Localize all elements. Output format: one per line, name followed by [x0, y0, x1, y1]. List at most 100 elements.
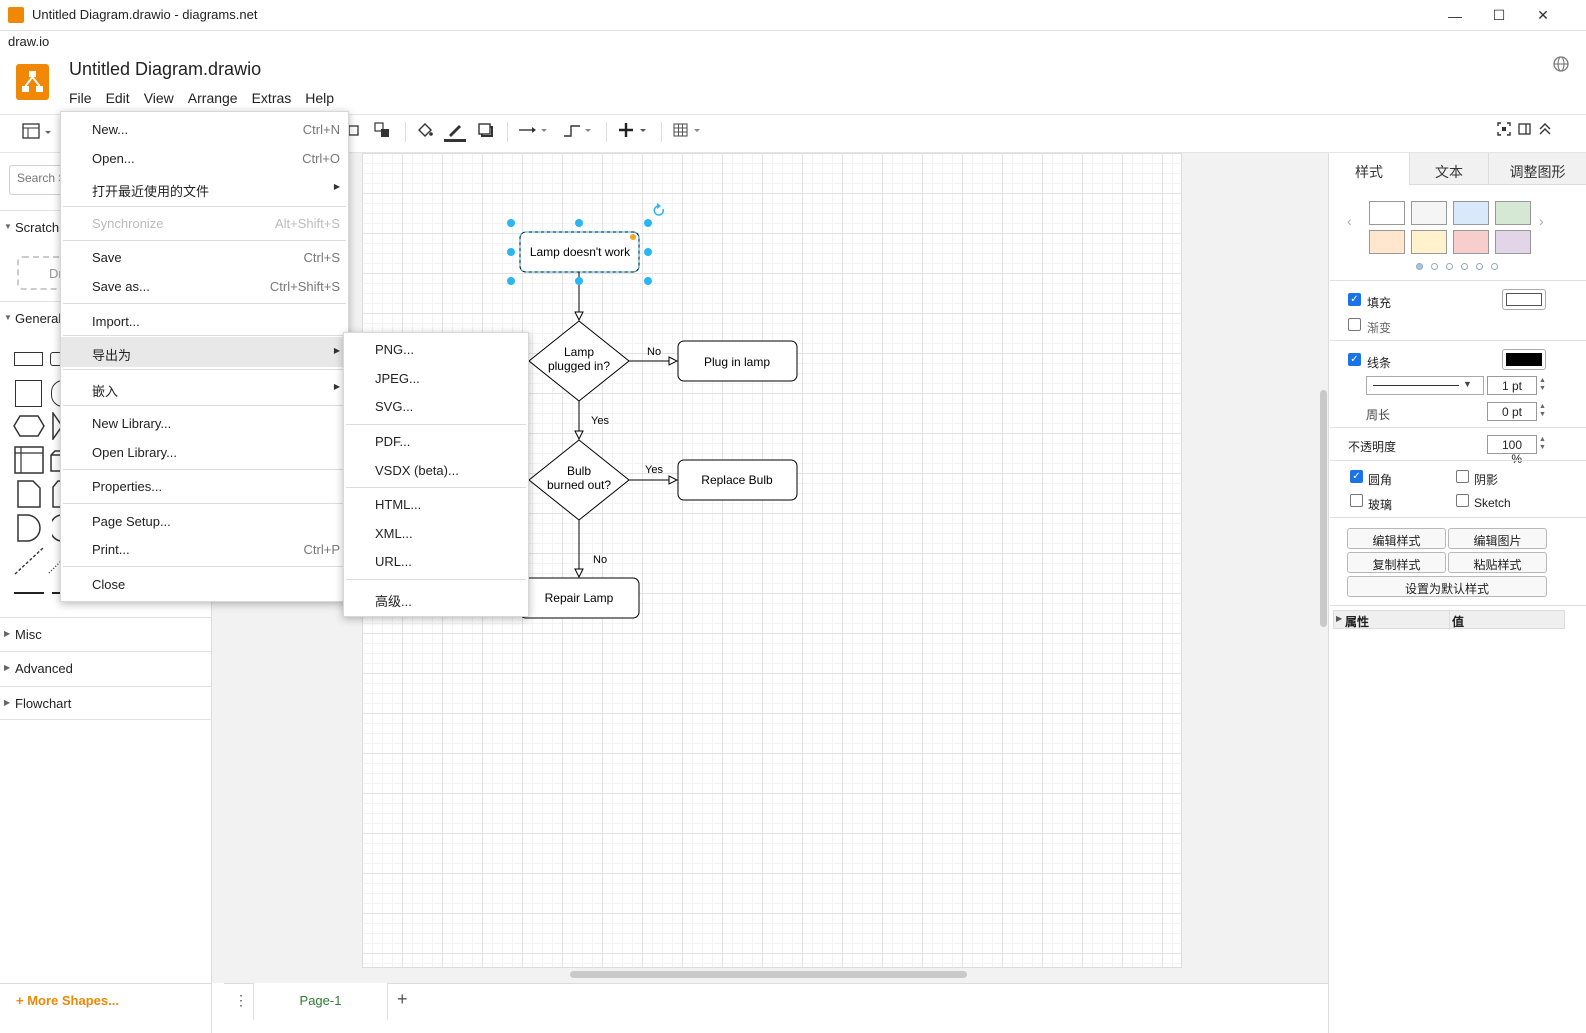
swatch-red[interactable]	[1453, 230, 1489, 254]
panel-toggle-icon[interactable]	[1517, 121, 1533, 141]
shadow-checkbox[interactable]	[1456, 470, 1469, 483]
export-png[interactable]: PNG...	[375, 342, 415, 357]
opacity-input[interactable]: 100 %	[1487, 435, 1537, 466]
node-plug-in-lamp[interactable]	[677, 340, 798, 382]
line-width-input[interactable]: 1 pt	[1487, 376, 1537, 395]
shape-line[interactable]	[14, 592, 44, 594]
line-checkbox[interactable]: ✓	[1348, 353, 1361, 366]
rounded-checkbox[interactable]: ✓	[1350, 470, 1363, 483]
shape-rounded-rectangle[interactable]	[50, 352, 62, 366]
export-pdf[interactable]: PDF...	[375, 434, 411, 449]
swatch-page-dot[interactable]	[1491, 263, 1498, 270]
swatch-page-dot[interactable]	[1461, 263, 1468, 270]
menu-item-print[interactable]: Print...Ctrl+P	[92, 542, 340, 557]
tab-text[interactable]: 文本	[1410, 153, 1489, 185]
gradient-checkbox[interactable]	[1348, 318, 1361, 331]
paste-style-button[interactable]: 粘贴样式	[1448, 552, 1547, 573]
fill-checkbox[interactable]: ✓	[1348, 293, 1361, 306]
maximize-button[interactable]: ☐	[1492, 7, 1506, 23]
pages-menu-icon[interactable]: ⋮	[234, 992, 248, 1008]
node-decision2[interactable]	[528, 439, 630, 521]
shape-dashed-line[interactable]	[14, 547, 44, 578]
edit-image-button[interactable]: 编辑图片	[1448, 528, 1547, 549]
swatch-page-dot[interactable]	[1416, 263, 1423, 270]
section-advanced[interactable]: ▶ Advanced	[0, 651, 211, 685]
sketch-checkbox[interactable]	[1456, 494, 1469, 507]
waypoints-icon[interactable]	[562, 121, 596, 143]
shape-note[interactable]	[17, 480, 41, 511]
document-title[interactable]: Untitled Diagram.drawio	[69, 59, 262, 79]
shape-line-thin[interactable]	[52, 592, 62, 594]
menu-extras[interactable]: Extras	[251, 90, 292, 106]
export-jpeg[interactable]: JPEG...	[375, 371, 420, 386]
fullscreen-icon[interactable]	[1496, 121, 1512, 141]
fill-color-button[interactable]	[1502, 289, 1546, 310]
selection-handles[interactable]	[507, 219, 652, 285]
rotate-handle-icon[interactable]	[653, 203, 664, 216]
menu-item-new-library[interactable]: New Library...	[92, 416, 172, 431]
swatch-blue[interactable]	[1453, 201, 1489, 225]
to-back-icon[interactable]	[348, 121, 362, 143]
menu-item-open-recent[interactable]: 打开最近使用的文件▶	[92, 182, 340, 199]
format-panel-toggle-icon[interactable]	[22, 121, 52, 147]
shape-card[interactable]	[52, 480, 62, 511]
vertical-scrollbar[interactable]	[1320, 390, 1327, 627]
menu-item-open[interactable]: Open...Ctrl+O	[92, 151, 340, 166]
menu-item-export-as[interactable]: 导出为▶	[61, 337, 348, 367]
rounding-handle[interactable]	[630, 234, 636, 240]
shape-square[interactable]	[15, 380, 42, 407]
shape-internal-storage[interactable]	[14, 446, 44, 477]
menu-arrange[interactable]: Arrange	[187, 90, 238, 106]
add-page-icon[interactable]: +	[397, 989, 408, 1009]
table-icon[interactable]	[672, 121, 706, 143]
swatch-page-dot[interactable]	[1476, 263, 1483, 270]
menu-help[interactable]: Help	[305, 90, 335, 106]
swatch-green[interactable]	[1495, 201, 1531, 225]
perimeter-input[interactable]: 0 pt	[1487, 402, 1537, 421]
edit-style-button[interactable]: 编辑样式	[1347, 528, 1446, 549]
export-advanced[interactable]: 高级...	[375, 594, 412, 609]
properties-header[interactable]: ▶ 属性 值	[1333, 610, 1565, 630]
swatch-gray[interactable]	[1411, 201, 1447, 225]
to-front-icon[interactable]	[374, 121, 392, 143]
export-url[interactable]: URL...	[375, 554, 412, 569]
swatch-yellow[interactable]	[1411, 230, 1447, 254]
line-width-stepper-icon[interactable]: ▲▼	[1539, 377, 1546, 392]
close-window-button[interactable]: ✕	[1537, 7, 1549, 23]
menu-item-save-as[interactable]: Save as...Ctrl+Shift+S	[92, 279, 340, 294]
minimize-button[interactable]: —	[1448, 7, 1462, 24]
menu-item-close[interactable]: Close	[92, 577, 126, 592]
menu-item-embed[interactable]: 嵌入▶	[92, 382, 340, 399]
set-default-style-button[interactable]: 设置为默认样式	[1347, 576, 1547, 597]
shape-triangle[interactable]	[52, 410, 63, 443]
fill-color-icon[interactable]	[416, 121, 434, 145]
section-flowchart[interactable]: ▶ Flowchart	[0, 686, 211, 720]
menu-item-import[interactable]: Import...	[92, 314, 140, 329]
menu-item-new[interactable]: New...Ctrl+N	[92, 122, 340, 137]
swatch-page-dot[interactable]	[1446, 263, 1453, 270]
menu-item-properties[interactable]: Properties...	[92, 479, 163, 494]
shape-rectangle[interactable]	[14, 352, 43, 366]
horizontal-scrollbar[interactable]	[570, 971, 967, 978]
glass-checkbox[interactable]	[1350, 494, 1363, 507]
line-pattern-select[interactable]: ▼	[1366, 376, 1484, 395]
node-replace-bulb[interactable]	[677, 459, 798, 501]
export-vsdx[interactable]: VSDX (beta)...	[375, 463, 459, 478]
connection-style-icon[interactable]	[518, 121, 552, 143]
shadow-icon[interactable]	[477, 121, 495, 143]
line-color-button[interactable]	[1502, 349, 1546, 370]
tab-page-1[interactable]: Page-1	[253, 983, 388, 1020]
shape-hexagon[interactable]	[13, 415, 45, 440]
tab-arrange[interactable]: 调整图形	[1489, 153, 1586, 185]
menu-file[interactable]: File	[69, 90, 92, 106]
export-svg[interactable]: SVG...	[375, 399, 414, 414]
export-html[interactable]: HTML...	[375, 497, 422, 512]
swatch-page-dot[interactable]	[1431, 263, 1438, 270]
line-color-icon[interactable]	[444, 121, 466, 147]
more-shapes-button[interactable]: + More Shapes...	[16, 993, 119, 1008]
section-misc[interactable]: ▶ Misc	[0, 617, 211, 651]
export-xml[interactable]: XML...	[375, 526, 413, 541]
swatch-orange[interactable]	[1369, 230, 1405, 254]
swatch-purple[interactable]	[1495, 230, 1531, 254]
